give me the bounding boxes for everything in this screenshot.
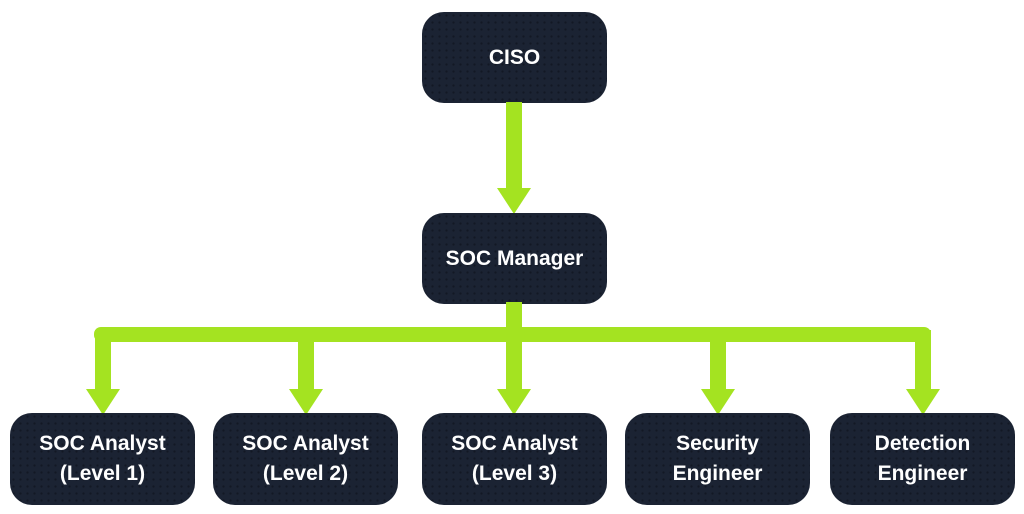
node-ciso-label: CISO: [488, 45, 541, 69]
arrow-down-icon: [700, 389, 735, 415]
arrow-down-icon: [288, 389, 323, 415]
node-soc-analyst-level-3: SOC Analyst (Level 3): [422, 413, 607, 505]
connector-horizontal-bar: [94, 327, 931, 342]
connector-drop-4-shaft: [709, 330, 726, 389]
node-label-line: SOC Analyst: [451, 432, 578, 455]
node-label-line: Detection: [874, 432, 971, 455]
connector-drop-2-shaft: [297, 330, 314, 389]
node-detection-engineer: Detection Engineer: [830, 413, 1015, 505]
arrow-down-icon: [905, 389, 940, 415]
connector-ciso-to-manager-shaft: [506, 102, 522, 189]
node-label-line: SOC Analyst: [242, 432, 369, 455]
node-soc-manager-label: SOC Manager: [445, 246, 584, 270]
connector-drop-1-shaft: [94, 330, 111, 389]
node-label-line: Security: [676, 432, 759, 455]
node-ciso: CISO: [422, 12, 607, 103]
node-soc-analyst-level-1: SOC Analyst (Level 1): [10, 413, 195, 505]
arrow-down-icon: [497, 389, 531, 415]
node-label-line: (Level 1): [59, 462, 146, 485]
node-soc-manager: SOC Manager: [422, 213, 607, 304]
node-label-line: (Level 2): [262, 462, 349, 485]
node-label-line: Engineer: [877, 462, 968, 485]
arrow-down-icon: [497, 188, 531, 214]
connector-drop-5-shaft: [914, 330, 931, 389]
node-security-engineer: Security Engineer: [625, 413, 810, 505]
node-soc-analyst-level-2: SOC Analyst (Level 2): [213, 413, 398, 505]
arrow-down-icon: [85, 389, 120, 415]
node-label-line: SOC Analyst: [39, 432, 166, 455]
node-label-line: Engineer: [672, 462, 763, 485]
node-label-line: (Level 3): [471, 462, 558, 485]
connector-manager-trunk-shaft: [506, 302, 522, 389]
